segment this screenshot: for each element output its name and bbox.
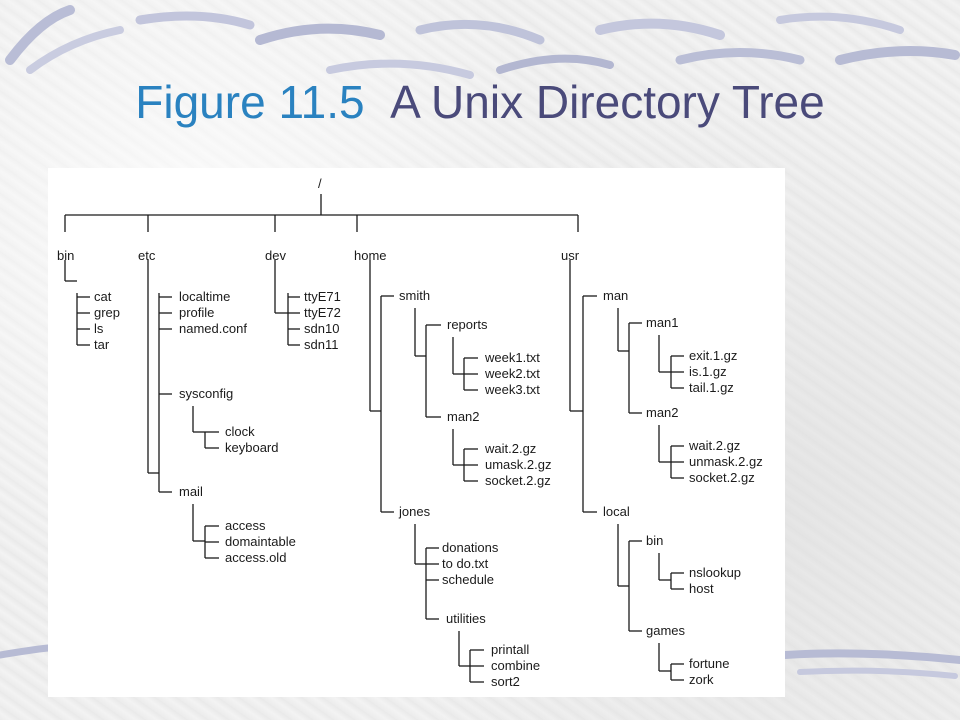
directory-tree-diagram: / bin etc dev home usr cat grep ls tar l… [57, 176, 763, 689]
dir-man: man [603, 288, 628, 303]
tree-labels: / bin etc dev home usr cat grep ls tar l… [57, 176, 763, 689]
file-node: access.old [225, 550, 286, 565]
slide-title: Figure 11.5 A Unix Directory Tree [0, 76, 960, 128]
file-node: unmask.2.gz [689, 454, 763, 469]
file-node: clock [225, 424, 255, 439]
figure-caption: A Unix Directory Tree [390, 76, 825, 128]
file-node: wait.2.gz [484, 441, 536, 456]
file-node: umask.2.gz [485, 457, 551, 472]
dir-man1: man1 [646, 315, 679, 330]
file-node: zork [689, 672, 714, 687]
dir-mail: mail [179, 484, 203, 499]
figure-number: Figure 11.5 [135, 76, 365, 128]
file-node: week3.txt [484, 382, 540, 397]
file-node: profile [179, 305, 214, 320]
file-node: donations [442, 540, 499, 555]
directory-tree-panel: / bin etc dev home usr cat grep ls tar l… [48, 168, 785, 697]
dir-home: home [354, 248, 387, 263]
file-node: fortune [689, 656, 729, 671]
file-node: exit.1.gz [689, 348, 737, 363]
file-node: tar [94, 337, 110, 352]
file-node: tail.1.gz [689, 380, 734, 395]
file-node: ttyE71 [304, 289, 341, 304]
tree-connectors [64, 194, 684, 683]
file-node: week2.txt [484, 366, 540, 381]
dir-etc: etc [138, 248, 156, 263]
dir-jones: jones [398, 504, 431, 519]
dir-man2: man2 [646, 405, 679, 420]
file-node: ls [94, 321, 104, 336]
tree-root: / [318, 176, 322, 191]
dir-sysconfig: sysconfig [179, 386, 233, 401]
file-node: schedule [442, 572, 494, 587]
file-node: localtime [179, 289, 230, 304]
file-node: printall [491, 642, 529, 657]
file-node: socket.2.gz [689, 470, 755, 485]
file-node: socket.2.gz [485, 473, 551, 488]
file-node: combine [491, 658, 540, 673]
file-node: grep [94, 305, 120, 320]
file-node: sdn10 [304, 321, 339, 336]
file-node: to do.txt [442, 556, 489, 571]
file-node: is.1.gz [689, 364, 727, 379]
dir-local: local [603, 504, 630, 519]
dir-utilities: utilities [446, 611, 486, 626]
file-node: host [689, 581, 714, 596]
dir-man2: man2 [447, 409, 480, 424]
file-node: ttyE72 [304, 305, 341, 320]
dir-games: games [646, 623, 686, 638]
file-node: week1.txt [484, 350, 540, 365]
file-node: keyboard [225, 440, 278, 455]
dir-usr: usr [561, 248, 580, 263]
file-node: named.conf [179, 321, 247, 336]
file-node: cat [94, 289, 112, 304]
file-node: access [225, 518, 266, 533]
file-node: domaintable [225, 534, 296, 549]
dir-bin: bin [646, 533, 663, 548]
dir-reports: reports [447, 317, 488, 332]
dir-smith: smith [399, 288, 430, 303]
dir-dev: dev [265, 248, 286, 263]
file-node: sort2 [491, 674, 520, 689]
file-node: sdn11 [304, 337, 338, 352]
dir-bin: bin [57, 248, 74, 263]
file-node: wait.2.gz [688, 438, 740, 453]
file-node: nslookup [689, 565, 741, 580]
